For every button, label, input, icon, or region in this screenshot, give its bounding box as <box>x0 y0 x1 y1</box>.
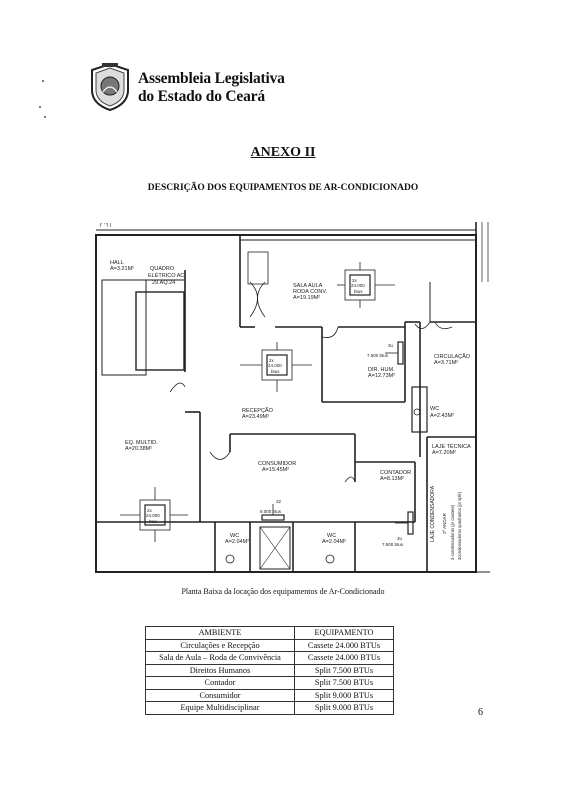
table-cell: Split 9.000 BTUs <box>294 688 394 702</box>
cassete-mid-cap: 24.000 <box>268 363 282 368</box>
split-cons-cap: 9.000 btus <box>260 509 282 514</box>
column-header-ambiente: AMBIENTE <box>145 626 295 640</box>
organization-name: Assembleia Legislativa do Estado do Cear… <box>138 70 285 106</box>
scan-speck <box>44 116 46 118</box>
contador-area: A=8.13M² <box>380 476 404 482</box>
table-cell: Split 7.500 BTUs <box>294 663 394 677</box>
wc-mid-area: A=2.04M² <box>322 539 346 545</box>
hall-label: HALL <box>110 260 124 266</box>
table-cell: Equipe Multidisciplinar <box>145 701 295 715</box>
laje-condensadora-label: LAJE CONDENSADORA <box>430 485 436 542</box>
split-cont-qty: 3u <box>397 536 403 541</box>
cassete-mid-qty: 2x <box>269 358 275 363</box>
table-row: Direitos Humanos Split 7.500 BTUs <box>145 663 394 677</box>
scan-speck <box>42 80 44 82</box>
split-cons-qty: 32 <box>276 499 282 504</box>
andar-note-1: 2º ANDAR <box>442 512 447 534</box>
table-cell: Direitos Humanos <box>145 663 295 677</box>
wc-left-area: A=2.04M² <box>225 539 249 545</box>
wc-right-label: WC <box>430 406 439 412</box>
wc-right-area: A=2.43M² <box>430 413 454 419</box>
cassete-left-cap: 24.000 <box>146 513 160 518</box>
split-dir-cap: 7.500 btus <box>367 353 389 358</box>
hall-area: A=3.21M² <box>110 266 134 272</box>
table-row: Consumidor Split 9.000 BTUs <box>145 688 394 702</box>
andar-note-2: 3 condensadoras (p/ cassete) <box>450 504 455 560</box>
laje-tecnica-area: A=7.20M² <box>432 450 456 456</box>
org-line-2: do Estado do Ceará <box>138 88 265 105</box>
wc-mid-label: WC <box>327 533 336 539</box>
page-number: 6 <box>478 707 483 718</box>
table-row: Equipe Multidisciplinar Split 9.000 BTUs <box>145 701 394 715</box>
dir-hum-area: A=12.73M² <box>368 373 395 379</box>
sala-aula-area: A=19.19M² <box>293 295 320 301</box>
table-cell: Consumidor <box>145 688 295 702</box>
column-header-equipamento: EQUIPAMENTO <box>294 626 394 640</box>
assembly-seal-icon <box>91 62 129 112</box>
laje-tecnica-label: LAJE TÉCNICA <box>432 443 471 450</box>
table-cell: Contador <box>145 676 295 690</box>
dir-hum-label: DIR. HUM. <box>368 367 395 373</box>
circulacao-area: A=3.71M² <box>434 360 458 366</box>
table-row: Sala de Aula – Roda de Convivência Casse… <box>145 651 394 665</box>
quadro-label: QUADRO <box>150 266 175 272</box>
org-line-1: Assembleia Legislativa <box>138 70 285 87</box>
andar-note-3: 3condensadoras quadrados (p/ split) <box>457 491 462 560</box>
split-cont-cap: 7.500 btus <box>382 542 404 547</box>
cassete-mid-unit: btus <box>271 369 280 374</box>
eq-multid-area: A=20.38M² <box>125 446 152 452</box>
scan-speck <box>39 106 41 108</box>
contador-label: CONTADOR <box>380 470 411 476</box>
consumidor-label: CONSUMIDOR <box>258 461 296 467</box>
plan-corner-mark: I' ' 'I I <box>100 223 111 229</box>
cassete-top-qty: 2x <box>352 278 358 283</box>
table-header-row: AMBIENTE EQUIPAMENTO <box>145 626 394 640</box>
sala-aula-label-2: RODA CONV. <box>293 289 328 295</box>
cassete-left-qty: 2x <box>147 508 153 513</box>
cassete-top-unit: btus <box>354 289 363 294</box>
table-cell: Circulações e Recepção <box>145 638 295 652</box>
sala-aula-label: SALA AULA <box>293 283 323 289</box>
circulacao-label: CIRCULAÇÃO <box>434 353 471 360</box>
equipment-table: AMBIENTE EQUIPAMENTO Circulações e Recep… <box>145 626 394 715</box>
quadro-label-3: 29.AQ.24 <box>152 280 175 286</box>
recepcao-area: A=23.49M² <box>242 414 269 420</box>
floor-plan-caption: Planta Baixa da locação dos equipamentos… <box>181 587 385 596</box>
table-cell: Sala de Aula – Roda de Convivência <box>145 651 295 665</box>
wc-left-label: WC <box>230 533 239 539</box>
table-cell: Split 9.000 BTUs <box>294 701 394 715</box>
consumidor-area: A=15.45M² <box>262 467 289 473</box>
cassete-top-cap: 24.000 <box>351 283 365 288</box>
cassete-left-unit: btus <box>149 519 158 524</box>
table-cell: Split 7.500 BTUs <box>294 676 394 690</box>
quadro-label-2: ELÉTRICO AC <box>148 272 184 279</box>
table-row: Contador Split 7.500 BTUs <box>145 676 394 690</box>
floor-plan: I' ' 'I I HALL A=3.21M² QUADRO ELÉTRICO … <box>95 222 490 573</box>
split-dir-qty: 3u <box>388 343 394 348</box>
table-cell: Cassete 24.000 BTUs <box>294 651 394 665</box>
annex-subtitle: DESCRIÇÃO DOS EQUIPAMENTOS DE AR-CONDICI… <box>147 183 419 193</box>
recepcao-label: RECEPÇÃO <box>242 407 274 414</box>
annex-title: ANEXO II <box>250 145 316 160</box>
table-row: Circulações e Recepção Cassete 24.000 BT… <box>145 638 394 652</box>
eq-multid-label: EQ. MULTID. <box>125 440 158 446</box>
table-cell: Cassete 24.000 BTUs <box>294 638 394 652</box>
